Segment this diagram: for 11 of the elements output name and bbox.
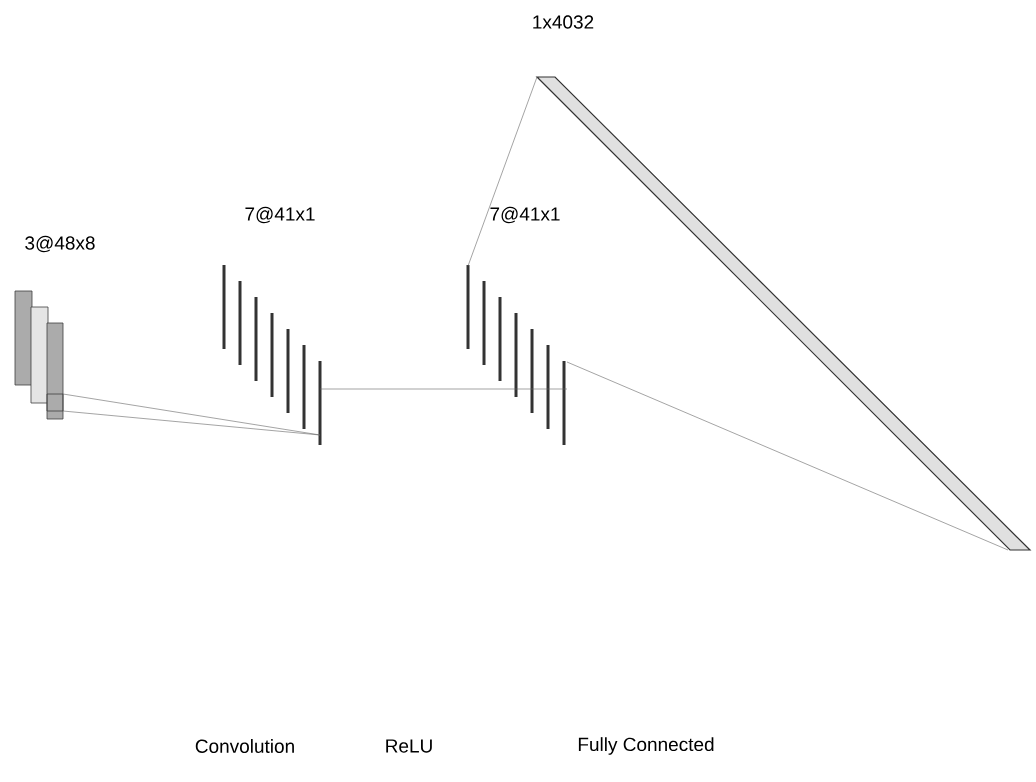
layer-label: 7@41x1 — [245, 206, 315, 224]
connector-line — [319, 388, 568, 390]
layer-label: 1x4032 — [533, 15, 594, 29]
layer-label: 3@48x8 — [25, 235, 95, 253]
layer-type-label: ReLU — [386, 739, 432, 753]
layer-type-label: Fully Connected — [578, 737, 714, 755]
connector-line — [62, 410, 321, 436]
layer-type-label: Convolution — [195, 739, 294, 753]
layer-label: 7@41x1 — [490, 206, 560, 224]
connector-line — [566, 361, 1009, 551]
connector-line — [467, 76, 538, 267]
